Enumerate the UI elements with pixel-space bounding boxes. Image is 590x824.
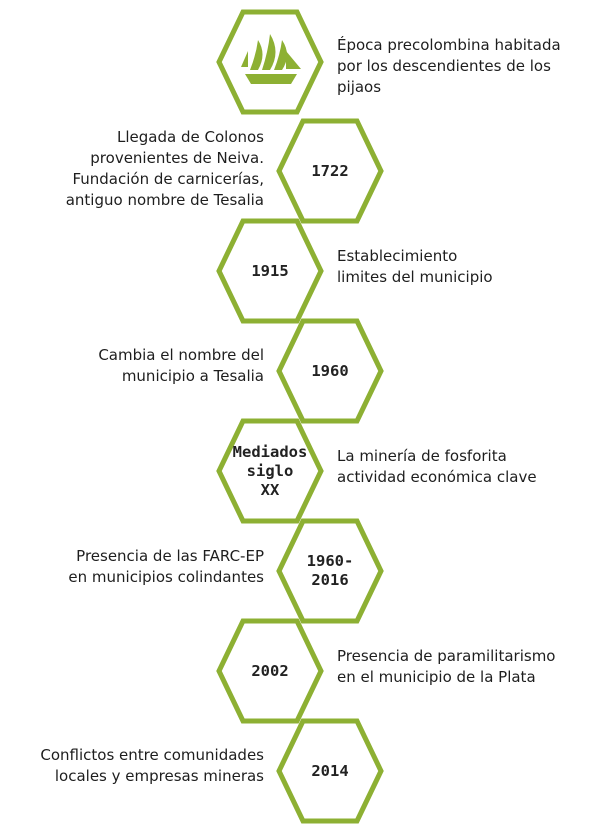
event-description: Llegada de Colonos provenientes de Neiva…: [65, 128, 264, 209]
event-year: 1960: [311, 361, 349, 380]
event-year: 1722: [311, 161, 349, 180]
timeline-hexagon: Mediados siglo XX: [216, 418, 324, 524]
timeline-hexagon: [216, 9, 324, 115]
hexagon-outline: [276, 118, 384, 224]
event-year: 2014: [311, 761, 349, 780]
hexagon-outline: [276, 718, 384, 824]
event-year: 2002: [251, 661, 289, 680]
timeline-hexagon: 1915: [216, 218, 324, 324]
event-description: Conflictos entre comunidades locales y e…: [40, 746, 264, 785]
event-description: Cambia el nombre del municipio a Tesalia: [98, 346, 264, 385]
timeline-hexagon: 1722: [276, 118, 384, 224]
hexagon-outline: [216, 218, 324, 324]
event-description: Establecimiento limites del municipio: [337, 247, 493, 286]
event-year: Mediados siglo XX: [232, 442, 308, 499]
hexagon-outline: [216, 618, 324, 724]
sailing-ship-icon: [241, 34, 301, 84]
event-year: 1915: [251, 261, 289, 280]
hexagon-outline: [276, 318, 384, 424]
hexagon-outline: [216, 418, 324, 524]
timeline-hexagon: 1960- 2016: [276, 518, 384, 624]
timeline-hexagon: 2002: [216, 618, 324, 724]
timeline-hexagon: 2014: [276, 718, 384, 824]
event-description: Presencia de paramilitarismo en el munic…: [337, 647, 556, 686]
hexagon-outline: [216, 9, 324, 115]
event-description: Presencia de las FARC-EP en municipios c…: [68, 547, 264, 586]
event-description: La minería de fosforita actividad económ…: [337, 447, 537, 486]
hexagon-outline: [276, 518, 384, 624]
timeline-hexagon: 1960: [276, 318, 384, 424]
event-year: 1960- 2016: [306, 552, 354, 589]
event-description: Época precolombina habitada por los desc…: [337, 36, 561, 96]
